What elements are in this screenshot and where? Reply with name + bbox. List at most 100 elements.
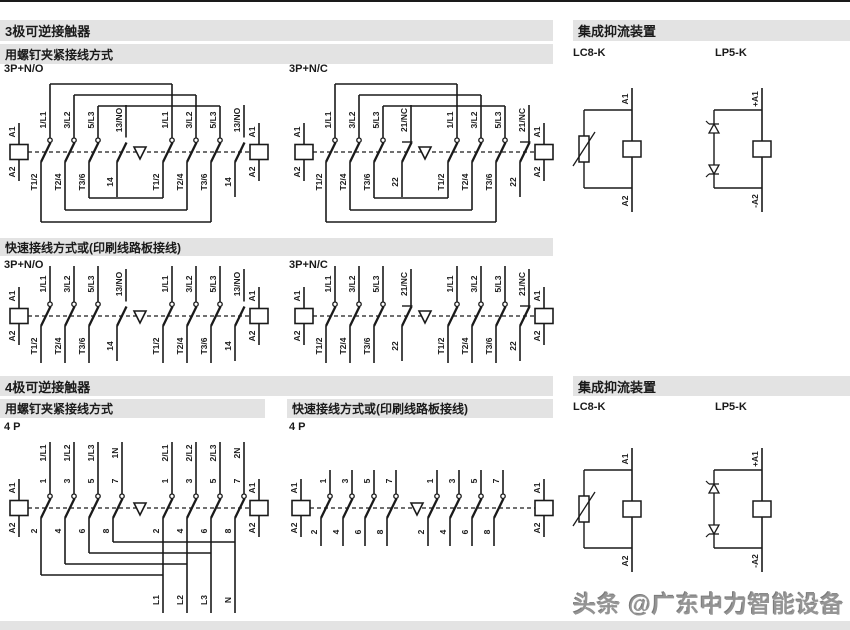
terminal-label: 3/L2 — [469, 111, 479, 128]
terminal-label: 5/L3 — [371, 275, 381, 292]
terminal-label: A2 — [7, 522, 17, 533]
model-label-lc8k-upper: LC8-K — [573, 47, 606, 59]
terminal-label: 6 — [460, 529, 470, 534]
linkage-triangle-icon — [409, 502, 425, 517]
diode-icon — [707, 164, 721, 176]
terminal-label: 5/L3 — [371, 111, 381, 128]
terminal-label: L2 — [175, 595, 185, 605]
section-title-4pole: 4极可逆接触器 — [0, 376, 553, 396]
terminal-label: 1/L3 — [86, 444, 96, 461]
terminal-label: 2N — [232, 448, 242, 459]
terminal-label: 13/NO — [114, 107, 124, 132]
terminal-label: T2/4 — [460, 173, 470, 190]
terminal-label: 3 — [184, 478, 194, 483]
terminal-label: A1 — [289, 482, 299, 493]
terminal-label: 5/L3 — [208, 275, 218, 292]
terminal-label: 2 — [151, 528, 161, 533]
terminal-label: 3/L2 — [347, 275, 357, 292]
terminal-label: 1/L1 — [38, 444, 48, 461]
subsection-fast-4pole: 快速接线方式或(印刷线路板接线) — [287, 399, 553, 418]
variant-label-3p-nc-screw: 3P+N/C — [289, 63, 328, 75]
terminal-label: 7 — [110, 478, 120, 483]
terminal-label: 13/NO — [114, 271, 124, 296]
terminal-label: 7 — [232, 478, 242, 483]
terminal-label: T3/6 — [77, 337, 87, 354]
terminal-label: T3/6 — [77, 173, 87, 190]
terminal-label: 22 — [508, 177, 518, 187]
terminal-label: 3/L2 — [184, 111, 194, 128]
terminal-label: 22 — [508, 341, 518, 351]
terminal-label: +A1 — [750, 451, 760, 467]
terminal-label: L3 — [199, 595, 209, 605]
terminal-label: 4 — [53, 528, 63, 533]
terminal-label: T1/2 — [314, 173, 324, 190]
linkage-triangle-icon — [132, 310, 148, 325]
terminal-label: 14 — [223, 341, 233, 351]
terminal-label: A1 — [292, 126, 302, 137]
diagram-lp5k-lower: +A1-A2 — [705, 448, 772, 572]
terminal-label: -A2 — [750, 194, 760, 208]
terminal-label: A2 — [532, 330, 542, 341]
terminal-label: 14 — [105, 177, 115, 187]
terminal-label: 1 — [160, 478, 170, 483]
terminal-label: T3/6 — [362, 337, 372, 354]
diode-icon — [707, 122, 721, 134]
terminal-label: T2/4 — [338, 337, 348, 354]
terminal-label: L1 — [151, 595, 161, 605]
terminal-label: 4 — [175, 528, 185, 533]
terminal-label: 5 — [362, 478, 372, 483]
terminal-label: 2/L2 — [184, 444, 194, 461]
terminal-label: A2 — [247, 166, 257, 177]
terminal-label: A1 — [7, 482, 17, 493]
terminal-label: T1/2 — [151, 173, 161, 190]
terminal-label: 4 — [331, 529, 341, 534]
watermark-text: 头条 @广东中力智能设备 — [573, 591, 844, 617]
terminal-label: 22 — [390, 341, 400, 351]
terminal-label: 5 — [208, 478, 218, 483]
terminal-label: N — [223, 597, 233, 603]
variant-label-3p-nc-fast: 3P+N/C — [289, 259, 328, 271]
diagram-3p-no-screw: A1A2A1A21/L1T1/21/L1T1/23/L2T2/43/L2T2/4… — [7, 83, 269, 223]
terminal-label: 1 — [425, 478, 435, 483]
terminal-label: A1 — [292, 290, 302, 301]
terminal-label: 2 — [416, 529, 426, 534]
terminal-label: A2 — [292, 166, 302, 177]
subsection-fast-3pole: 快速接线方式或(印刷线路板接线) — [0, 238, 553, 256]
terminal-label: 1 — [38, 478, 48, 483]
terminal-label: 5 — [86, 478, 96, 483]
terminal-label: 13/NO — [232, 107, 242, 132]
terminal-label: 1/L1 — [323, 275, 333, 292]
terminal-label: 3/L2 — [62, 111, 72, 128]
section-title-suppression-lower: 集成抑流装置 — [573, 376, 850, 396]
terminal-label: A1 — [7, 126, 17, 137]
terminal-label: T2/4 — [338, 173, 348, 190]
terminal-label: A2 — [620, 195, 630, 206]
terminal-label: T1/2 — [29, 173, 39, 190]
terminal-label: 1/L1 — [38, 111, 48, 128]
terminal-label: 22 — [390, 177, 400, 187]
bottom-strip — [0, 621, 850, 630]
section-title-suppression-upper: 集成抑流装置 — [573, 20, 850, 41]
terminal-label: A2 — [7, 166, 17, 177]
terminal-label: 14 — [223, 177, 233, 187]
model-label-lp5k-lower: LP5-K — [715, 401, 747, 413]
linkage-triangle-icon — [417, 310, 433, 325]
terminal-label: 1/L1 — [445, 275, 455, 292]
terminal-label: 1 — [318, 478, 328, 483]
terminal-label: T1/2 — [314, 337, 324, 354]
terminal-label: 8 — [101, 528, 111, 533]
terminal-label: 3 — [62, 478, 72, 483]
terminal-label: 3/L2 — [62, 275, 72, 292]
terminal-label: T1/2 — [151, 337, 161, 354]
terminal-label: 5/L3 — [86, 111, 96, 128]
terminal-label: A1 — [532, 290, 542, 301]
terminal-label: A2 — [292, 330, 302, 341]
diagram-4p-screw: A1A2A1A2121/L1122/L1L1341/L2342/L2L2561/… — [7, 442, 269, 613]
terminal-label: +A1 — [750, 91, 760, 107]
terminal-label: 8 — [375, 529, 385, 534]
terminal-label: T2/4 — [175, 337, 185, 354]
terminal-label: 3/L2 — [184, 275, 194, 292]
terminal-label: 2/L3 — [208, 444, 218, 461]
terminal-label: A1 — [7, 290, 17, 301]
